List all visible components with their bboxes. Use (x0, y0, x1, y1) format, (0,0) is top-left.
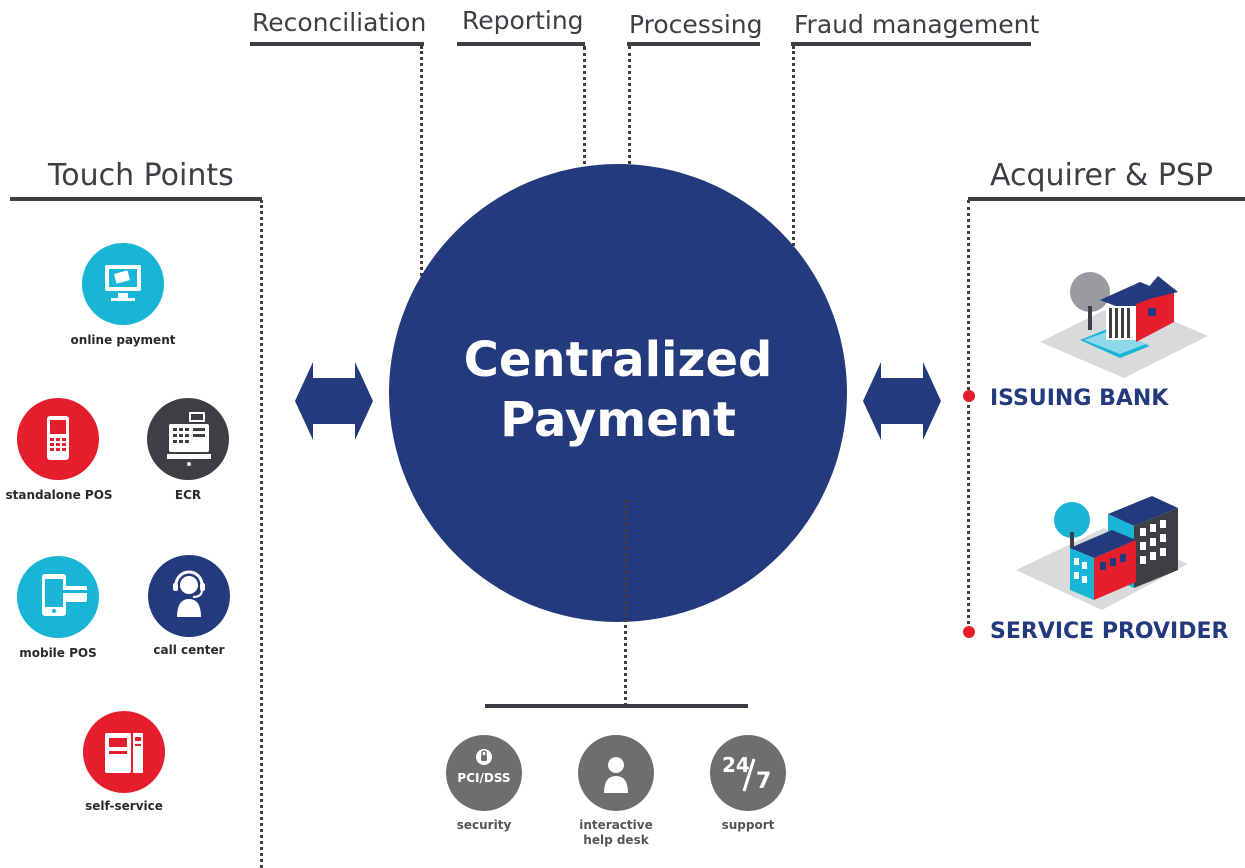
centralized-payment-title: Centralized Payment (389, 330, 847, 450)
mobile-pos-icon (17, 556, 99, 638)
right-double-arrow (863, 362, 941, 440)
online-payment-icon (82, 243, 164, 325)
issuing-bank-dot (963, 390, 975, 402)
issuing-bank-icon (1040, 272, 1208, 378)
reconciliation-bar (250, 42, 424, 46)
standalone-pos-icon (17, 398, 99, 480)
help-desk-label-line2: help desk (583, 833, 649, 847)
service-provider-icon (1016, 496, 1188, 610)
pci-dss-text: PCI/DSS (457, 771, 511, 785)
center-title-line1: Centralized (463, 332, 773, 388)
help-desk-label: interactive help desk (566, 818, 666, 848)
online-payment-label: online payment (70, 333, 176, 347)
acquirer-psp-connector (967, 200, 970, 630)
help-desk-icon (578, 735, 654, 811)
fraud-management-label: Fraud management (794, 10, 1040, 39)
left-double-arrow (295, 362, 373, 440)
center-title-line2: Payment (500, 392, 736, 448)
security-label: security (456, 818, 512, 832)
support-247-badge: 24 7 (710, 735, 786, 811)
touch-points-title: Touch Points (48, 158, 234, 193)
acquirer-psp-title: Acquirer & PSP (990, 158, 1214, 193)
services-connector (624, 500, 627, 706)
processing-bar (627, 42, 760, 46)
reporting-connector (583, 46, 586, 208)
processing-label: Processing (629, 10, 763, 39)
mobile-pos-label: mobile POS (19, 646, 97, 660)
reporting-label: Reporting (462, 6, 584, 35)
issuing-bank-label: ISSUING BANK (990, 386, 1169, 411)
pci-dss-badge: PCI/DSS (446, 735, 522, 811)
call-center-label: call center (153, 643, 225, 657)
badge-247-sub: 7 (756, 769, 772, 794)
self-service-label: self-service (85, 799, 163, 813)
touch-points-bar (10, 197, 262, 201)
support-label: support (721, 818, 775, 832)
ecr-icon (147, 398, 229, 480)
processing-connector (628, 46, 631, 212)
service-provider-dot (963, 626, 975, 638)
centralized-payment-circle (389, 164, 847, 622)
service-provider-label: SERVICE PROVIDER (990, 619, 1229, 644)
acquirer-psp-bar (968, 197, 1245, 201)
touch-points-connector (260, 200, 263, 868)
fraud-management-bar (791, 42, 1031, 46)
fraud-management-connector (792, 46, 795, 246)
badge-247-main: 24 (722, 753, 750, 777)
services-bar (485, 704, 748, 708)
reporting-bar (457, 42, 585, 46)
ecr-label: ECR (174, 488, 202, 502)
reconciliation-connector (420, 46, 423, 288)
reconciliation-label: Reconciliation (252, 8, 427, 37)
standalone-pos-label: standalone POS (5, 488, 113, 502)
help-desk-label-line1: interactive (579, 818, 653, 832)
self-service-icon (83, 711, 165, 793)
call-center-icon (148, 555, 230, 637)
